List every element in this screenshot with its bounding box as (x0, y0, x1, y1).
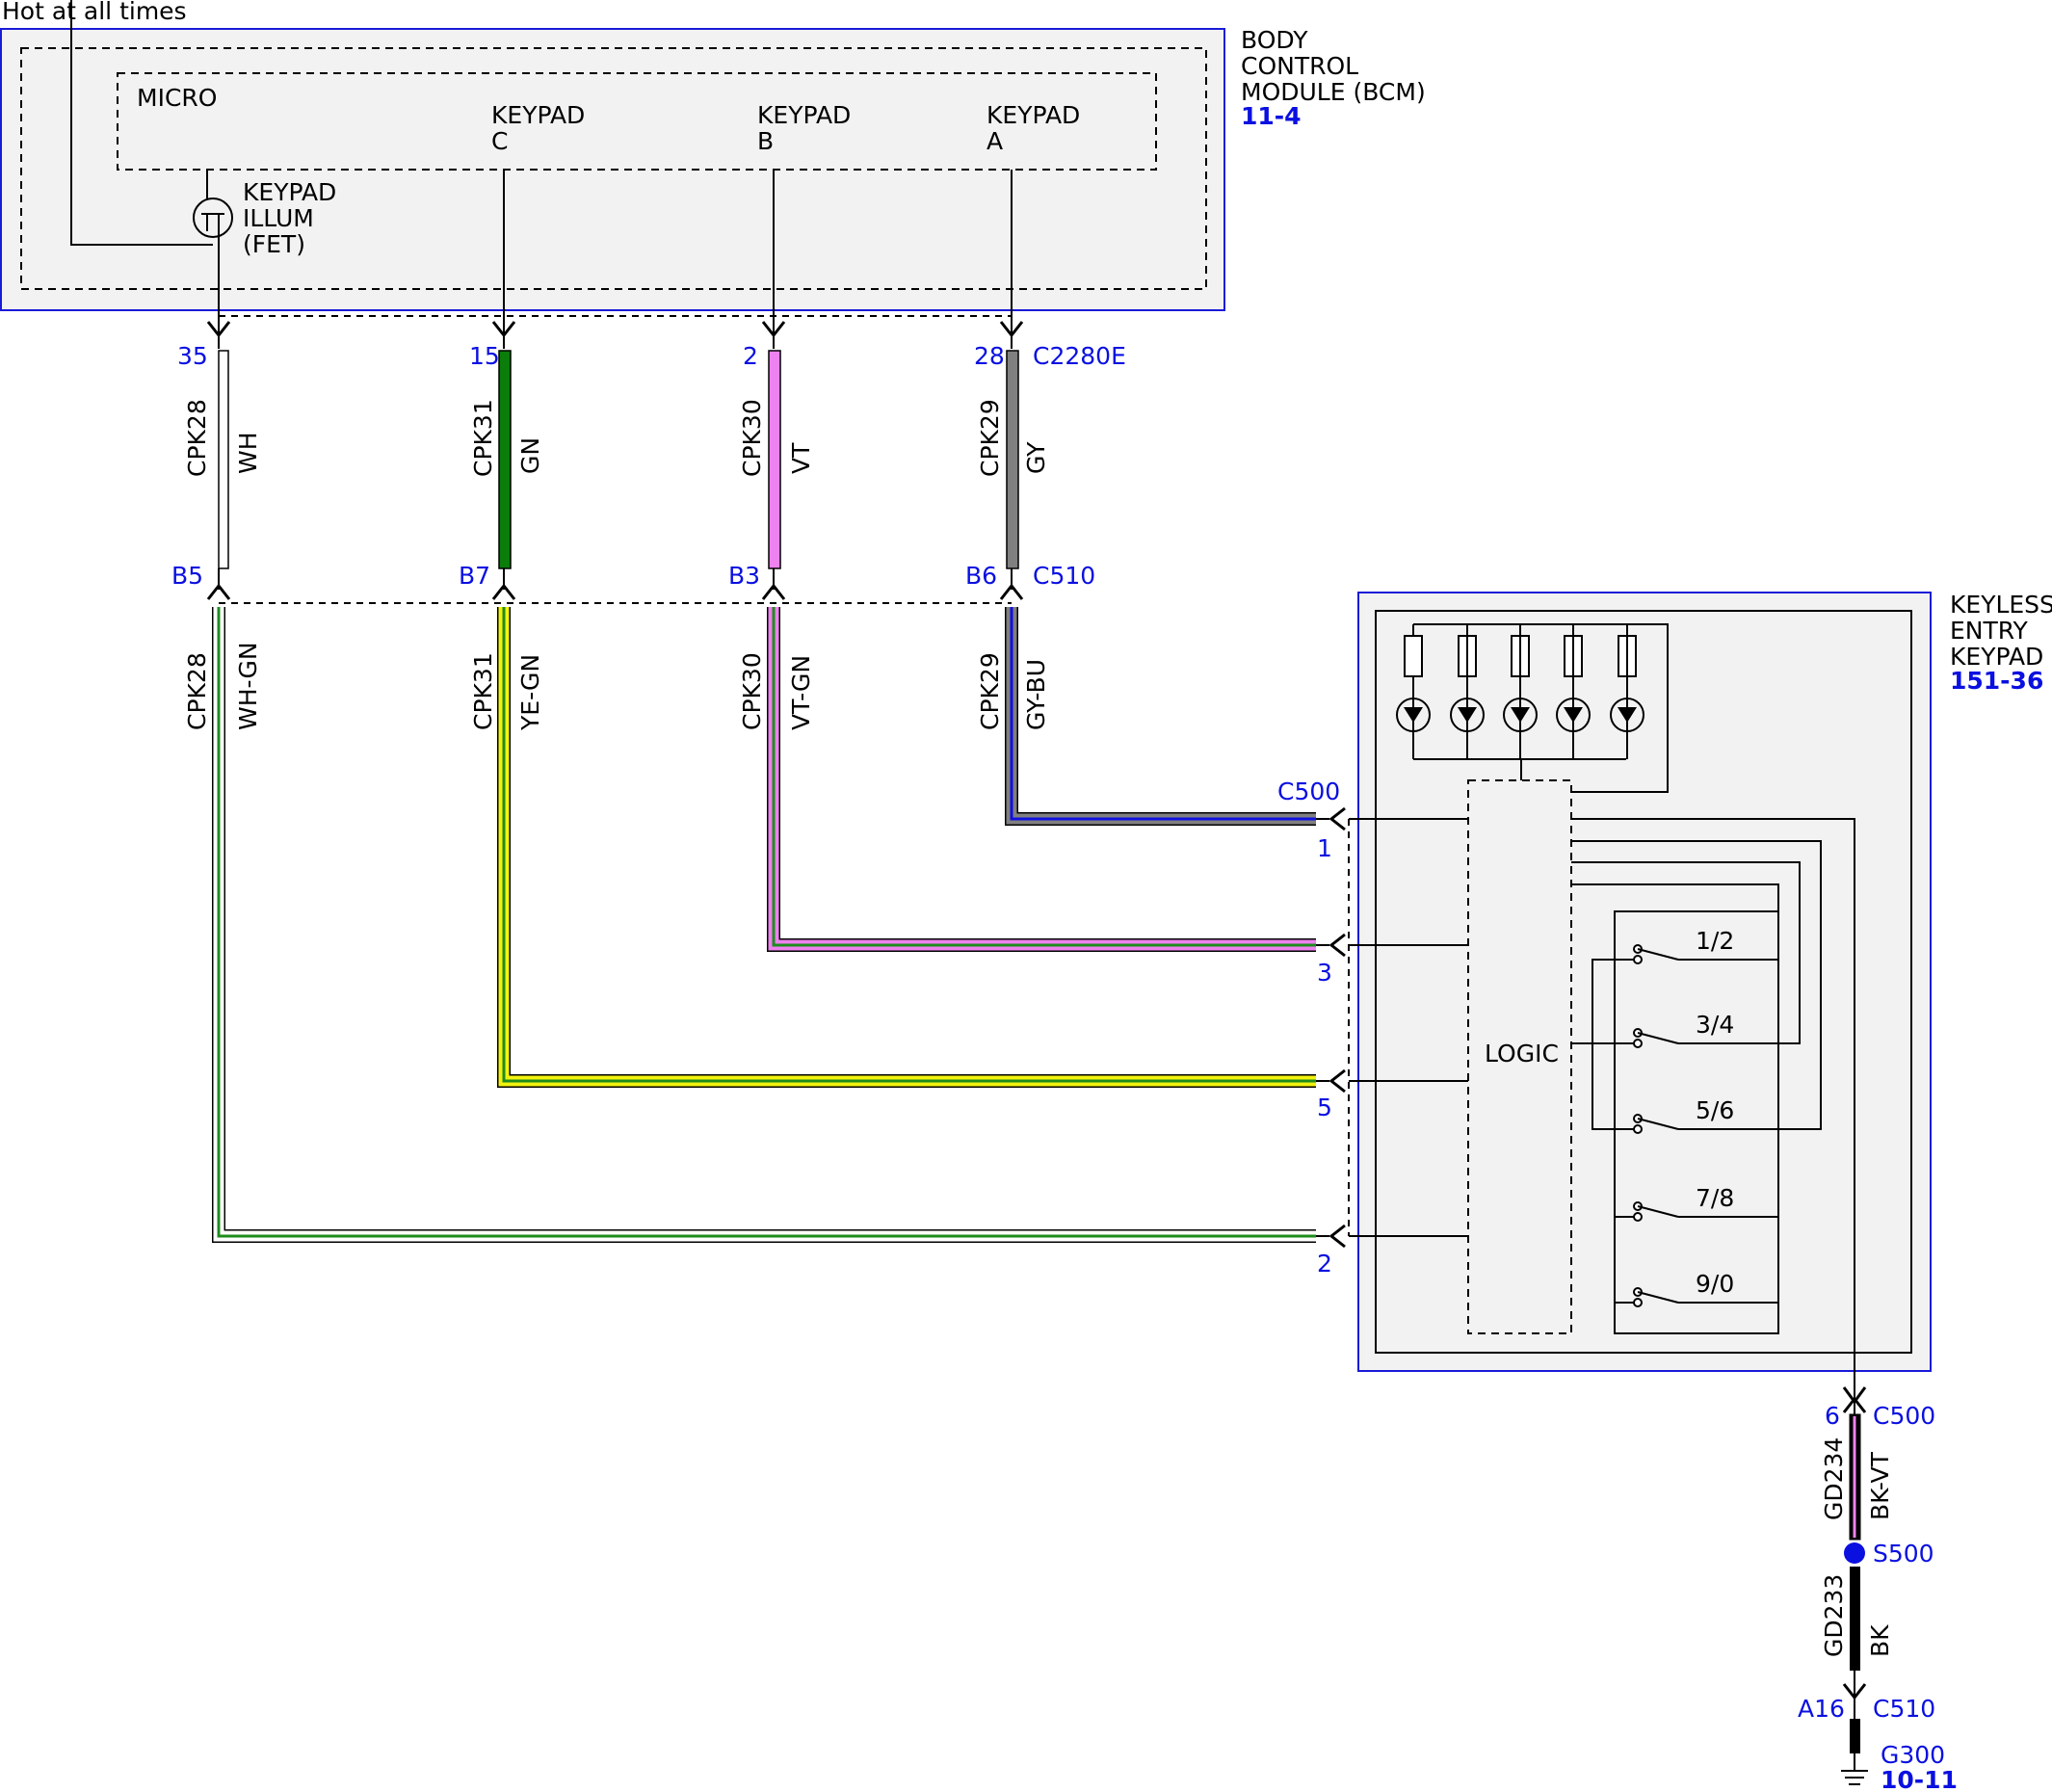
color-ye-gn: YE-GN (516, 654, 544, 731)
ground-pin-a16: A16 (1798, 1695, 1845, 1723)
micro-label: MICRO (137, 84, 217, 112)
switch-9-0: 9/0 (1696, 1270, 1734, 1298)
color-gy: GY (1022, 441, 1050, 474)
circuit-cpk29-upper: CPK29 (976, 399, 1004, 477)
pin-b6: B6 (965, 562, 997, 590)
color-vt-gn: VT-GN (787, 655, 815, 730)
wire-cpk28-wh-gn (212, 607, 1316, 1243)
connector-c500 (1316, 806, 1350, 1249)
switch-icon (1633, 944, 1679, 1307)
ground-connector-c500: C500 (1873, 1402, 1935, 1430)
color-vt: VT (787, 442, 815, 474)
connector-c510 (206, 568, 1024, 604)
circuit-cpk30-upper: CPK30 (738, 399, 766, 477)
keypad-pin-1: 1 (1317, 834, 1332, 862)
ground-g300: G300 (1881, 1741, 1945, 1769)
switch-3-4: 3/4 (1696, 1011, 1734, 1039)
circuit-cpk28-upper: CPK28 (183, 399, 211, 477)
circuit-cpk28-lower: CPK28 (183, 652, 211, 730)
splice-s500: S500 (1873, 1540, 1934, 1568)
led-wiring (1466, 624, 1628, 759)
hot-at-all-times-label: Hot at all times (2, 0, 187, 25)
circuit-cpk31-upper: CPK31 (469, 399, 497, 477)
color-wh-gn: WH-GN (234, 642, 262, 730)
wire-cpk29-gy-bu (1005, 607, 1316, 826)
ground-ref: 10-11 (1881, 1766, 1958, 1792)
keypad-ref: 151-36 (1950, 667, 2043, 695)
circuit-gd233: GD233 (1820, 1574, 1848, 1657)
color-bk-vt: BK-VT (1866, 1451, 1894, 1520)
pin-b3: B3 (728, 562, 760, 590)
connector-c500-label: C500 (1277, 777, 1340, 805)
color-wh: WH (234, 432, 262, 474)
keypad-pin-2: 2 (1317, 1250, 1332, 1278)
bcm-ref: 11-4 (1241, 102, 1302, 130)
keyless-entry-keypad: LOGIC (1349, 592, 1932, 1421)
pin-2: 2 (743, 342, 758, 370)
connector-c2280e-label: C2280E (1033, 342, 1126, 370)
pin-35: 35 (177, 342, 208, 370)
pin-28: 28 (974, 342, 1005, 370)
wire-cpk30-vt (768, 350, 781, 569)
circuit-gd234: GD234 (1820, 1437, 1848, 1520)
wire-cpk31-gn (498, 350, 512, 569)
logic-label: LOGIC (1485, 1040, 1559, 1067)
wire-cpk30-vt-gn (767, 607, 1316, 952)
fet-icon (193, 198, 233, 238)
wire-cpk31-ye-gn (497, 607, 1316, 1088)
circuit-cpk31-lower: CPK31 (469, 652, 497, 730)
connector-c510-label: C510 (1033, 562, 1095, 590)
ground-circuit (1841, 1371, 1868, 1785)
ground-pin-6: 6 (1825, 1402, 1840, 1430)
pin-b5: B5 (171, 562, 203, 590)
switch-1-2: 1/2 (1696, 927, 1734, 955)
color-gy-bu: GY-BU (1022, 659, 1050, 730)
pin-15: 15 (469, 342, 500, 370)
switch-7-8: 7/8 (1696, 1184, 1734, 1212)
wire-cpk29-gy (1006, 350, 1019, 569)
circuit-cpk29-lower: CPK29 (976, 652, 1004, 730)
switch-5-6: 5/6 (1696, 1096, 1734, 1124)
circuit-cpk30-lower: CPK30 (738, 652, 766, 730)
color-bk: BK (1866, 1624, 1894, 1657)
pin-b7: B7 (459, 562, 490, 590)
keypad-pin-5: 5 (1317, 1094, 1332, 1121)
keypad-pin-3: 3 (1317, 959, 1332, 987)
connector-c2280e (206, 315, 1024, 349)
color-gn: GN (516, 437, 544, 474)
wire-cpk28-wh (218, 350, 229, 569)
ground-connector-c510: C510 (1873, 1695, 1935, 1723)
